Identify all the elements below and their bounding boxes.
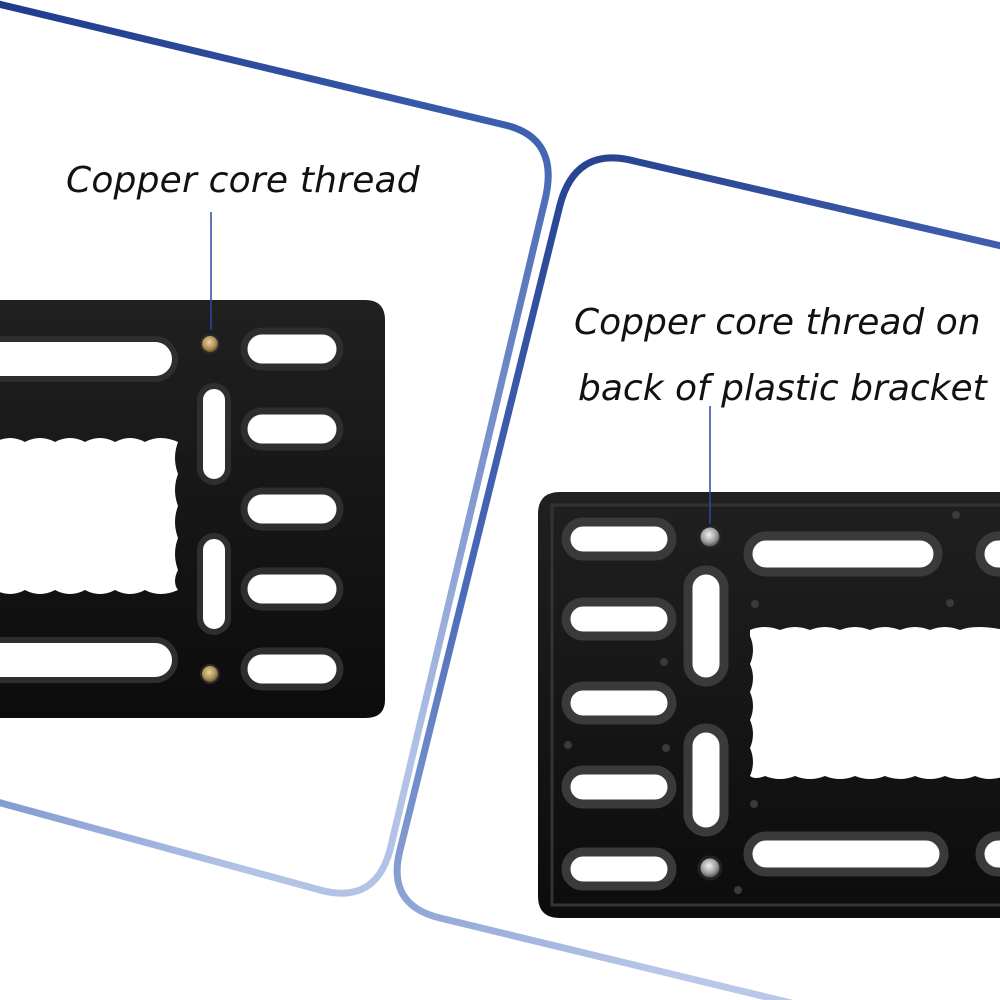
copper-thread-insert-back-top [697,524,723,550]
right-caption-line-2: back of plastic bracket [578,368,987,409]
right-panel [393,154,1000,1000]
left-caption: Copper core thread [66,160,420,201]
left-bracket-photo [0,300,385,718]
copper-thread-insert-back-bottom [697,855,723,881]
copper-thread-insert-top [200,334,220,354]
right-panel-frame [393,154,1000,1000]
copper-thread-insert-bottom [200,664,220,684]
left-panel [0,0,552,897]
right-caption: Copper core thread on back of plastic br… [574,290,987,422]
right-caption-line-1: Copper core thread on [574,302,981,343]
left-panel-frame [0,0,552,897]
right-bracket-photo [538,492,1000,918]
